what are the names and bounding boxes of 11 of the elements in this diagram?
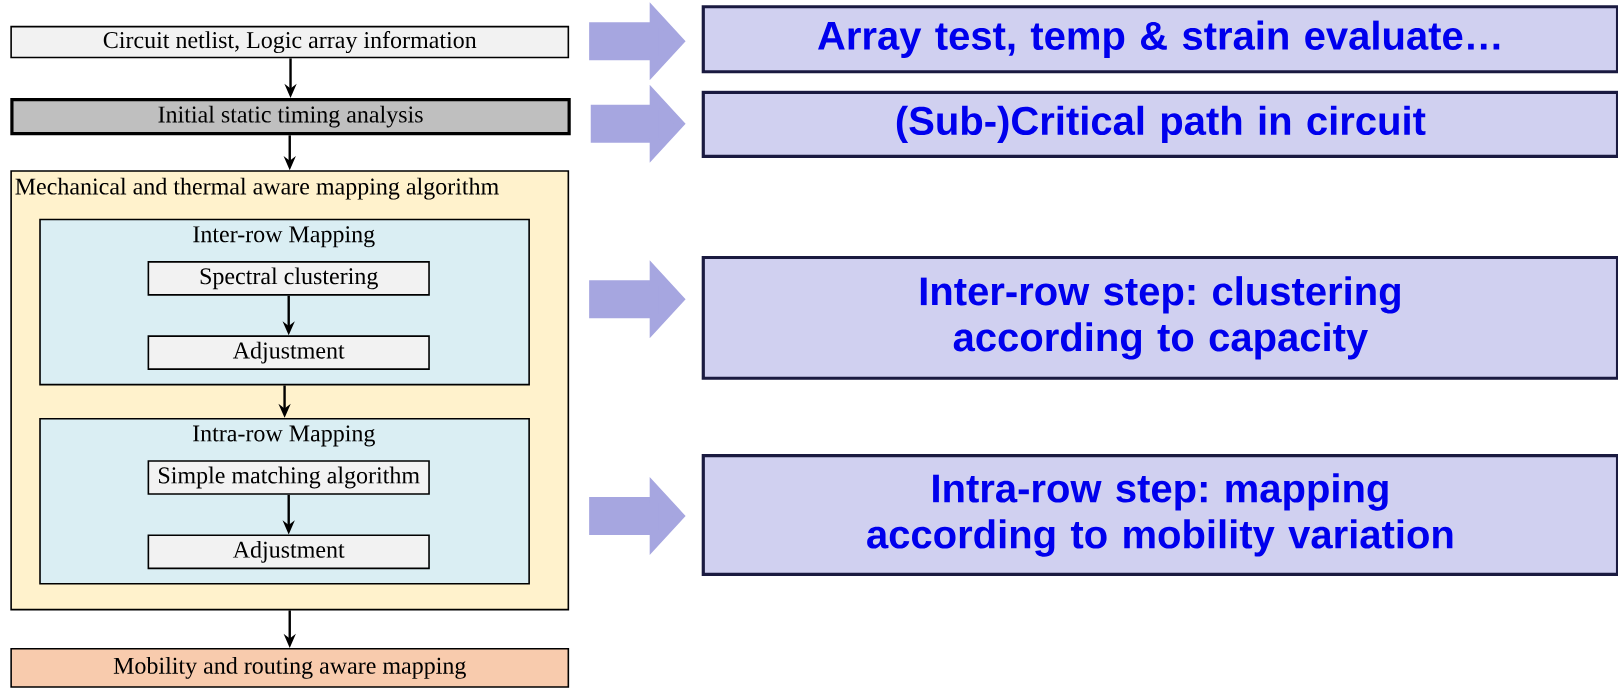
process-box: Adjustment — [147, 335, 430, 370]
process-box: Mobility and routing aware mapping — [10, 647, 570, 688]
process-box: Simple matching algorithm — [147, 460, 430, 495]
callout-box: Inter-row step: clustering according to capacity — [701, 255, 1618, 380]
process-box: Circuit netlist, Logic array information — [10, 25, 570, 59]
process-box: Adjustment — [147, 534, 430, 569]
process-box: Initial static timing analysis — [10, 97, 571, 136]
callout-box: Intra-row step: mapping according to mobility variation — [701, 453, 1618, 576]
process-box: Spectral clustering — [147, 260, 430, 296]
callout-box: (Sub-)Critical path in circuit — [701, 90, 1618, 158]
callout-box: Array test, temp & strain evaluate… — [701, 5, 1618, 74]
